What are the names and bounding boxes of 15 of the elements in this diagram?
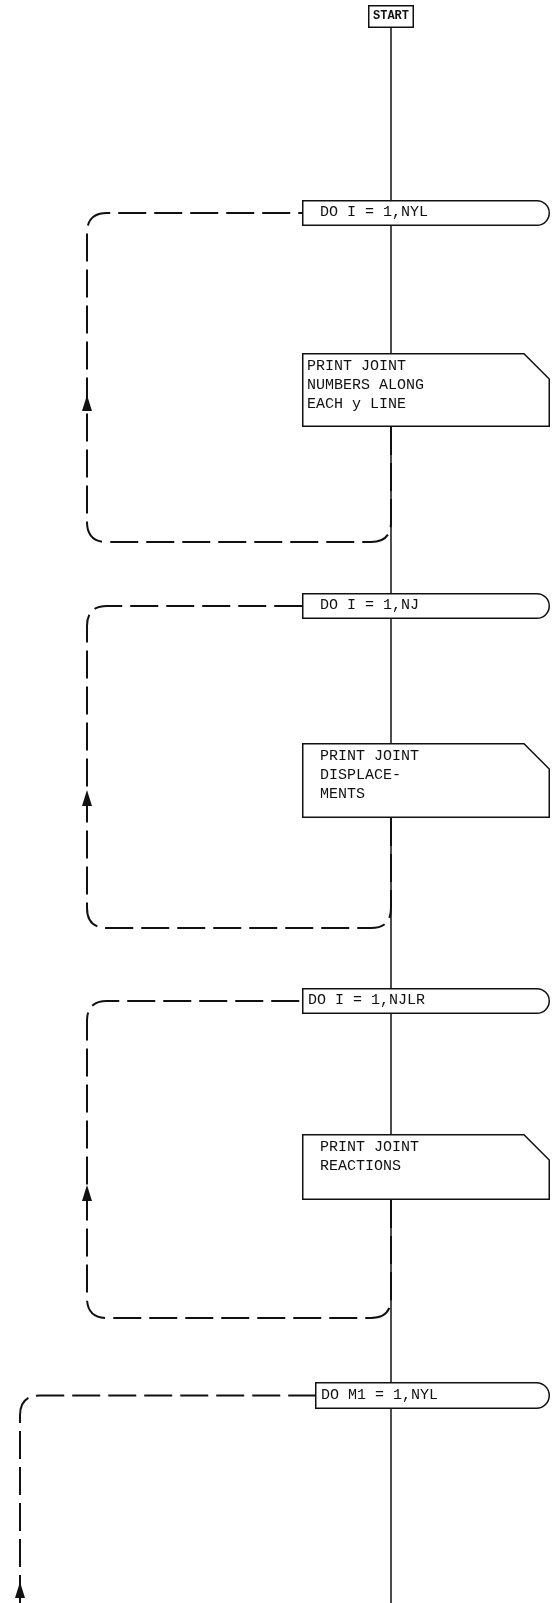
output-text: PRINT JOINT NUMBERS ALONG EACH y LINE <box>307 357 426 414</box>
loop-box <box>302 988 550 1014</box>
loop-statement: DO M1 = 1,NYL <box>320 1386 439 1406</box>
terminal-label: START <box>372 8 410 25</box>
loop-box <box>302 200 550 226</box>
output-text: PRINT JOINT DISPLACE- MENTS <box>320 747 421 804</box>
loop-statement: DO I = 1,NYL <box>319 203 429 223</box>
output-text: PRINT JOINT REACTIONS <box>320 1138 421 1176</box>
loop-statement: DO I = 1,NJLR <box>307 991 426 1011</box>
loop-box <box>315 1382 550 1409</box>
output-box <box>302 353 550 427</box>
loop-box <box>302 593 550 619</box>
output-box <box>302 743 550 818</box>
loop-statement: DO I = 1,NJ <box>319 596 420 616</box>
output-box <box>302 1134 550 1200</box>
